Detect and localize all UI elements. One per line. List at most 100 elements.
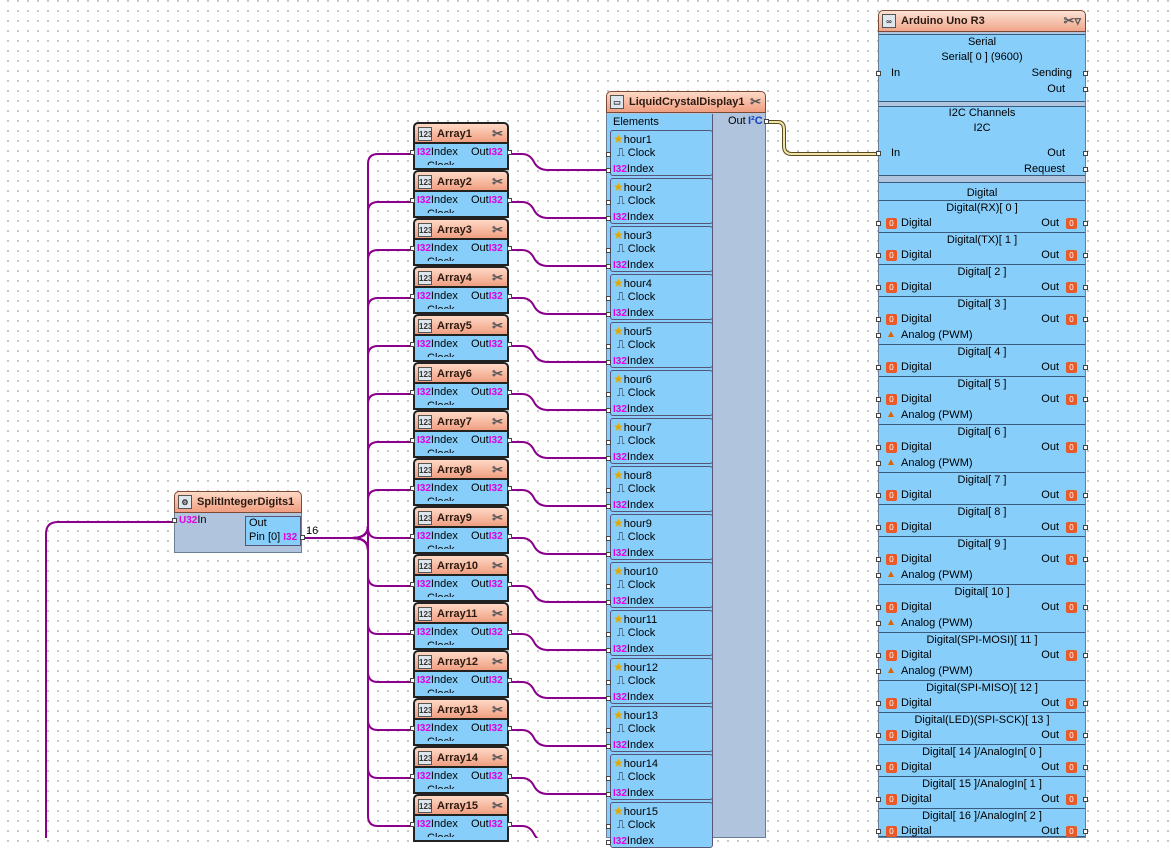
array-index-pin[interactable] xyxy=(410,198,415,203)
array-out-pin[interactable] xyxy=(507,582,512,587)
digital-input-pin[interactable] xyxy=(876,365,881,370)
i2c-request-pin[interactable] xyxy=(1083,167,1088,172)
digital-input-pin[interactable] xyxy=(876,733,881,738)
digital-input-pin[interactable] xyxy=(876,285,881,290)
array-tools-icon[interactable]: ✂ xyxy=(492,798,503,813)
analog-pwm-pin[interactable] xyxy=(876,461,881,466)
digital-out-pin[interactable] xyxy=(1083,365,1088,370)
array-out-pin[interactable] xyxy=(507,390,512,395)
digital-out-pin[interactable] xyxy=(1083,317,1088,322)
array-out-pin[interactable] xyxy=(507,774,512,779)
digital-input-pin[interactable] xyxy=(876,221,881,226)
serial-in-pin[interactable] xyxy=(876,71,881,76)
digital-out-pin[interactable] xyxy=(1083,733,1088,738)
lcd-index-pin[interactable] xyxy=(606,312,611,317)
split-header[interactable]: ⚙ SplitIntegerDigits1 xyxy=(174,491,302,513)
array-out-pin[interactable] xyxy=(507,438,512,443)
digital-input-pin[interactable] xyxy=(876,557,881,562)
digital-input-pin[interactable] xyxy=(876,653,881,658)
lcd-clock-pin[interactable] xyxy=(606,440,611,445)
array-out-pin[interactable] xyxy=(507,678,512,683)
digital-input-pin[interactable] xyxy=(876,605,881,610)
liquid-crystal-display-component[interactable]: ▭ LiquidCrystalDisplay1 ✂ Elements ★hour… xyxy=(606,91,769,848)
analog-pwm-pin[interactable] xyxy=(876,333,881,338)
digital-input-pin[interactable] xyxy=(876,797,881,802)
lcd-out-pin[interactable] xyxy=(764,119,769,124)
lcd-clock-pin[interactable] xyxy=(606,824,611,829)
array-index-pin[interactable] xyxy=(410,246,415,251)
array-index-pin[interactable] xyxy=(410,342,415,347)
lcd-clock-pin[interactable] xyxy=(606,488,611,493)
digital-out-pin[interactable] xyxy=(1083,445,1088,450)
digital-out-pin[interactable] xyxy=(1083,797,1088,802)
lcd-clock-pin[interactable] xyxy=(606,392,611,397)
array-out-pin[interactable] xyxy=(507,246,512,251)
array-tools-icon[interactable]: ✂ xyxy=(492,654,503,669)
array-out-pin[interactable] xyxy=(507,726,512,731)
digital-out-pin[interactable] xyxy=(1083,829,1088,834)
lcd-index-pin[interactable] xyxy=(606,168,611,173)
array-index-pin[interactable] xyxy=(410,822,415,827)
array-tools-icon[interactable]: ✂ xyxy=(492,270,503,285)
lcd-index-pin[interactable] xyxy=(606,264,611,269)
lcd-index-pin[interactable] xyxy=(606,696,611,701)
digital-input-pin[interactable] xyxy=(876,493,881,498)
array-out-pin[interactable] xyxy=(507,822,512,827)
lcd-clock-pin[interactable] xyxy=(606,776,611,781)
lcd-tools-icon[interactable]: ✂ xyxy=(750,94,761,109)
digital-out-pin[interactable] xyxy=(1083,493,1088,498)
analog-pwm-pin[interactable] xyxy=(876,669,881,674)
array-index-pin[interactable] xyxy=(410,150,415,155)
digital-input-pin[interactable] xyxy=(876,445,881,450)
array-out-pin[interactable] xyxy=(507,630,512,635)
array-tools-icon[interactable]: ✂ xyxy=(492,126,503,141)
lcd-clock-pin[interactable] xyxy=(606,536,611,541)
array-index-pin[interactable] xyxy=(410,486,415,491)
array-index-pin[interactable] xyxy=(410,774,415,779)
lcd-index-pin[interactable] xyxy=(606,648,611,653)
array-out-pin[interactable] xyxy=(507,150,512,155)
digital-out-pin[interactable] xyxy=(1083,557,1088,562)
lcd-index-pin[interactable] xyxy=(606,552,611,557)
array-out-pin[interactable] xyxy=(507,534,512,539)
analog-pwm-pin[interactable] xyxy=(876,621,881,626)
serial-sending-pin[interactable] xyxy=(1083,71,1088,76)
array-index-pin[interactable] xyxy=(410,678,415,683)
array-out-pin[interactable] xyxy=(507,486,512,491)
lcd-index-pin[interactable] xyxy=(606,600,611,605)
serial-out-pin[interactable] xyxy=(1083,87,1088,92)
lcd-clock-pin[interactable] xyxy=(606,680,611,685)
i2c-in-pin[interactable] xyxy=(876,151,881,156)
array-index-pin[interactable] xyxy=(410,294,415,299)
lcd-clock-pin[interactable] xyxy=(606,200,611,205)
lcd-index-pin[interactable] xyxy=(606,408,611,413)
array-tools-icon[interactable]: ✂ xyxy=(492,366,503,381)
array-out-pin[interactable] xyxy=(507,198,512,203)
